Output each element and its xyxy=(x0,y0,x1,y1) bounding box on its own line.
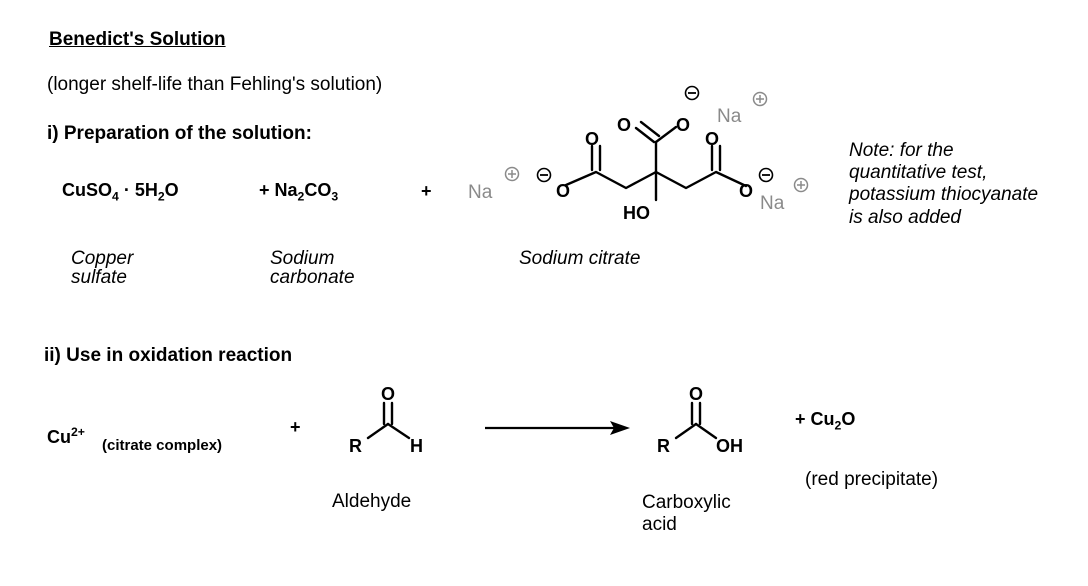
red-precipitate-note: (red precipitate) xyxy=(805,469,939,490)
copper-oxide-product: + Cu2O xyxy=(795,409,856,433)
sodium-ion-left: Na xyxy=(468,182,493,203)
section-2-title: ii) Use in oxidation reaction xyxy=(44,345,293,366)
negative-charge-left-icon xyxy=(536,167,552,183)
acid-oxygen: O xyxy=(689,384,703,404)
copper-ion: Cu2+ xyxy=(47,425,85,447)
sodium-ion-right: Na xyxy=(760,193,785,214)
positive-charge-left-icon xyxy=(504,166,520,182)
subtitle: (longer shelf-life than Fehling's soluti… xyxy=(47,74,383,95)
negative-charge-top-icon xyxy=(684,85,700,101)
top-carboxylate-oxygen: O xyxy=(676,115,690,135)
copper-sulfate-formula: CuSO4 · 5H2O xyxy=(62,180,179,204)
aldehyde-hydrogen: H xyxy=(410,436,423,456)
positive-charge-right-icon xyxy=(793,177,809,193)
acid-oh-bond xyxy=(694,422,718,440)
plus-sign-reaction: + xyxy=(290,417,301,437)
aldehyde-h-bond xyxy=(386,422,411,440)
top-oxygen-bond xyxy=(654,125,678,144)
right-carbonyl-oxygen: O xyxy=(705,129,719,149)
page-title: Benedict's Solution xyxy=(49,29,226,50)
left-carboxylate-oxygen: O xyxy=(556,181,570,201)
acid-r-bond xyxy=(674,422,698,440)
acid-r-group: R xyxy=(657,436,670,456)
positive-charge-top-icon xyxy=(752,91,768,107)
top-carbonyl-oxygen: O xyxy=(617,115,631,135)
acid-hydroxyl: OH xyxy=(716,436,743,456)
sodium-citrate-label: Sodium citrate xyxy=(519,248,641,269)
aldehyde-r-bond xyxy=(366,422,390,440)
left-carbonyl-oxygen: O xyxy=(585,129,599,149)
top-carbonyl-bond-2 xyxy=(639,120,661,138)
section-1-title: i) Preparation of the solution: xyxy=(47,123,312,144)
aldehyde-label: Aldehyde xyxy=(332,491,412,512)
hydroxyl-group: HO xyxy=(623,203,650,223)
top-carbonyl-bond xyxy=(634,126,656,144)
right-carboxylate-oxygen: O xyxy=(739,181,753,201)
citrate-complex-label: (citrate complex) xyxy=(102,437,223,454)
sodium-ion-top: Na xyxy=(717,106,742,127)
arrow-head-icon xyxy=(610,421,630,435)
plus-sign: + xyxy=(421,181,432,201)
sodium-carbonate-formula: + Na2CO3 xyxy=(259,180,339,204)
aldehyde-r-group: R xyxy=(349,436,362,456)
aldehyde-oxygen: O xyxy=(381,384,395,404)
negative-charge-right-icon xyxy=(758,167,774,183)
